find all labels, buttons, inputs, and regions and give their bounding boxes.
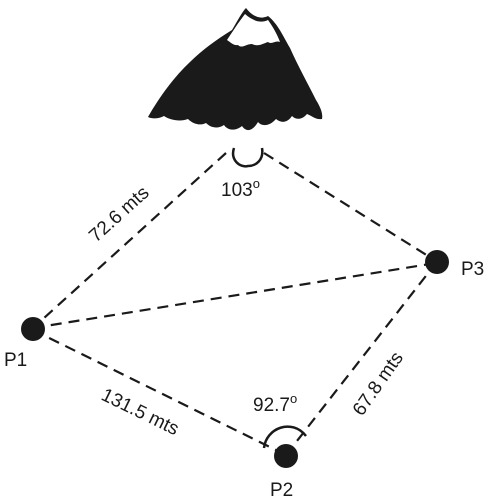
distance-p2-p3-label: 67.8 mts bbox=[349, 348, 408, 420]
point-p2-marker bbox=[274, 444, 298, 468]
point-p3-label: P3 bbox=[461, 259, 484, 280]
angle-arc-p2 bbox=[262, 425, 307, 449]
line-mountain-p1 bbox=[32, 152, 227, 329]
mountain-icon bbox=[148, 8, 323, 131]
point-p1-label: P1 bbox=[4, 350, 27, 371]
angle-arc-mountain bbox=[231, 147, 264, 168]
point-p1-marker bbox=[21, 317, 45, 341]
line-p1-p2 bbox=[32, 329, 287, 456]
angle-p2-label: 92.7o bbox=[253, 391, 297, 416]
connection-lines bbox=[32, 152, 437, 456]
line-mountain-p3 bbox=[263, 152, 437, 262]
distance-mountain-p1-label: 72.6 mts bbox=[85, 182, 153, 246]
angle-mountain-degree: o bbox=[253, 176, 260, 191]
distance-p1-p2-label: 131.5 mts bbox=[98, 385, 182, 440]
angle-mountain-value: 103 bbox=[221, 180, 253, 201]
line-p1-p3 bbox=[32, 261, 437, 330]
angle-p2-value: 92.7 bbox=[253, 395, 290, 416]
angle-mountain-label: 103o bbox=[221, 176, 260, 201]
angle-p2-degree: o bbox=[290, 391, 297, 406]
point-p3-marker bbox=[425, 250, 449, 274]
line-p2-p3 bbox=[285, 262, 437, 456]
point-p2-label: P2 bbox=[270, 480, 293, 500]
